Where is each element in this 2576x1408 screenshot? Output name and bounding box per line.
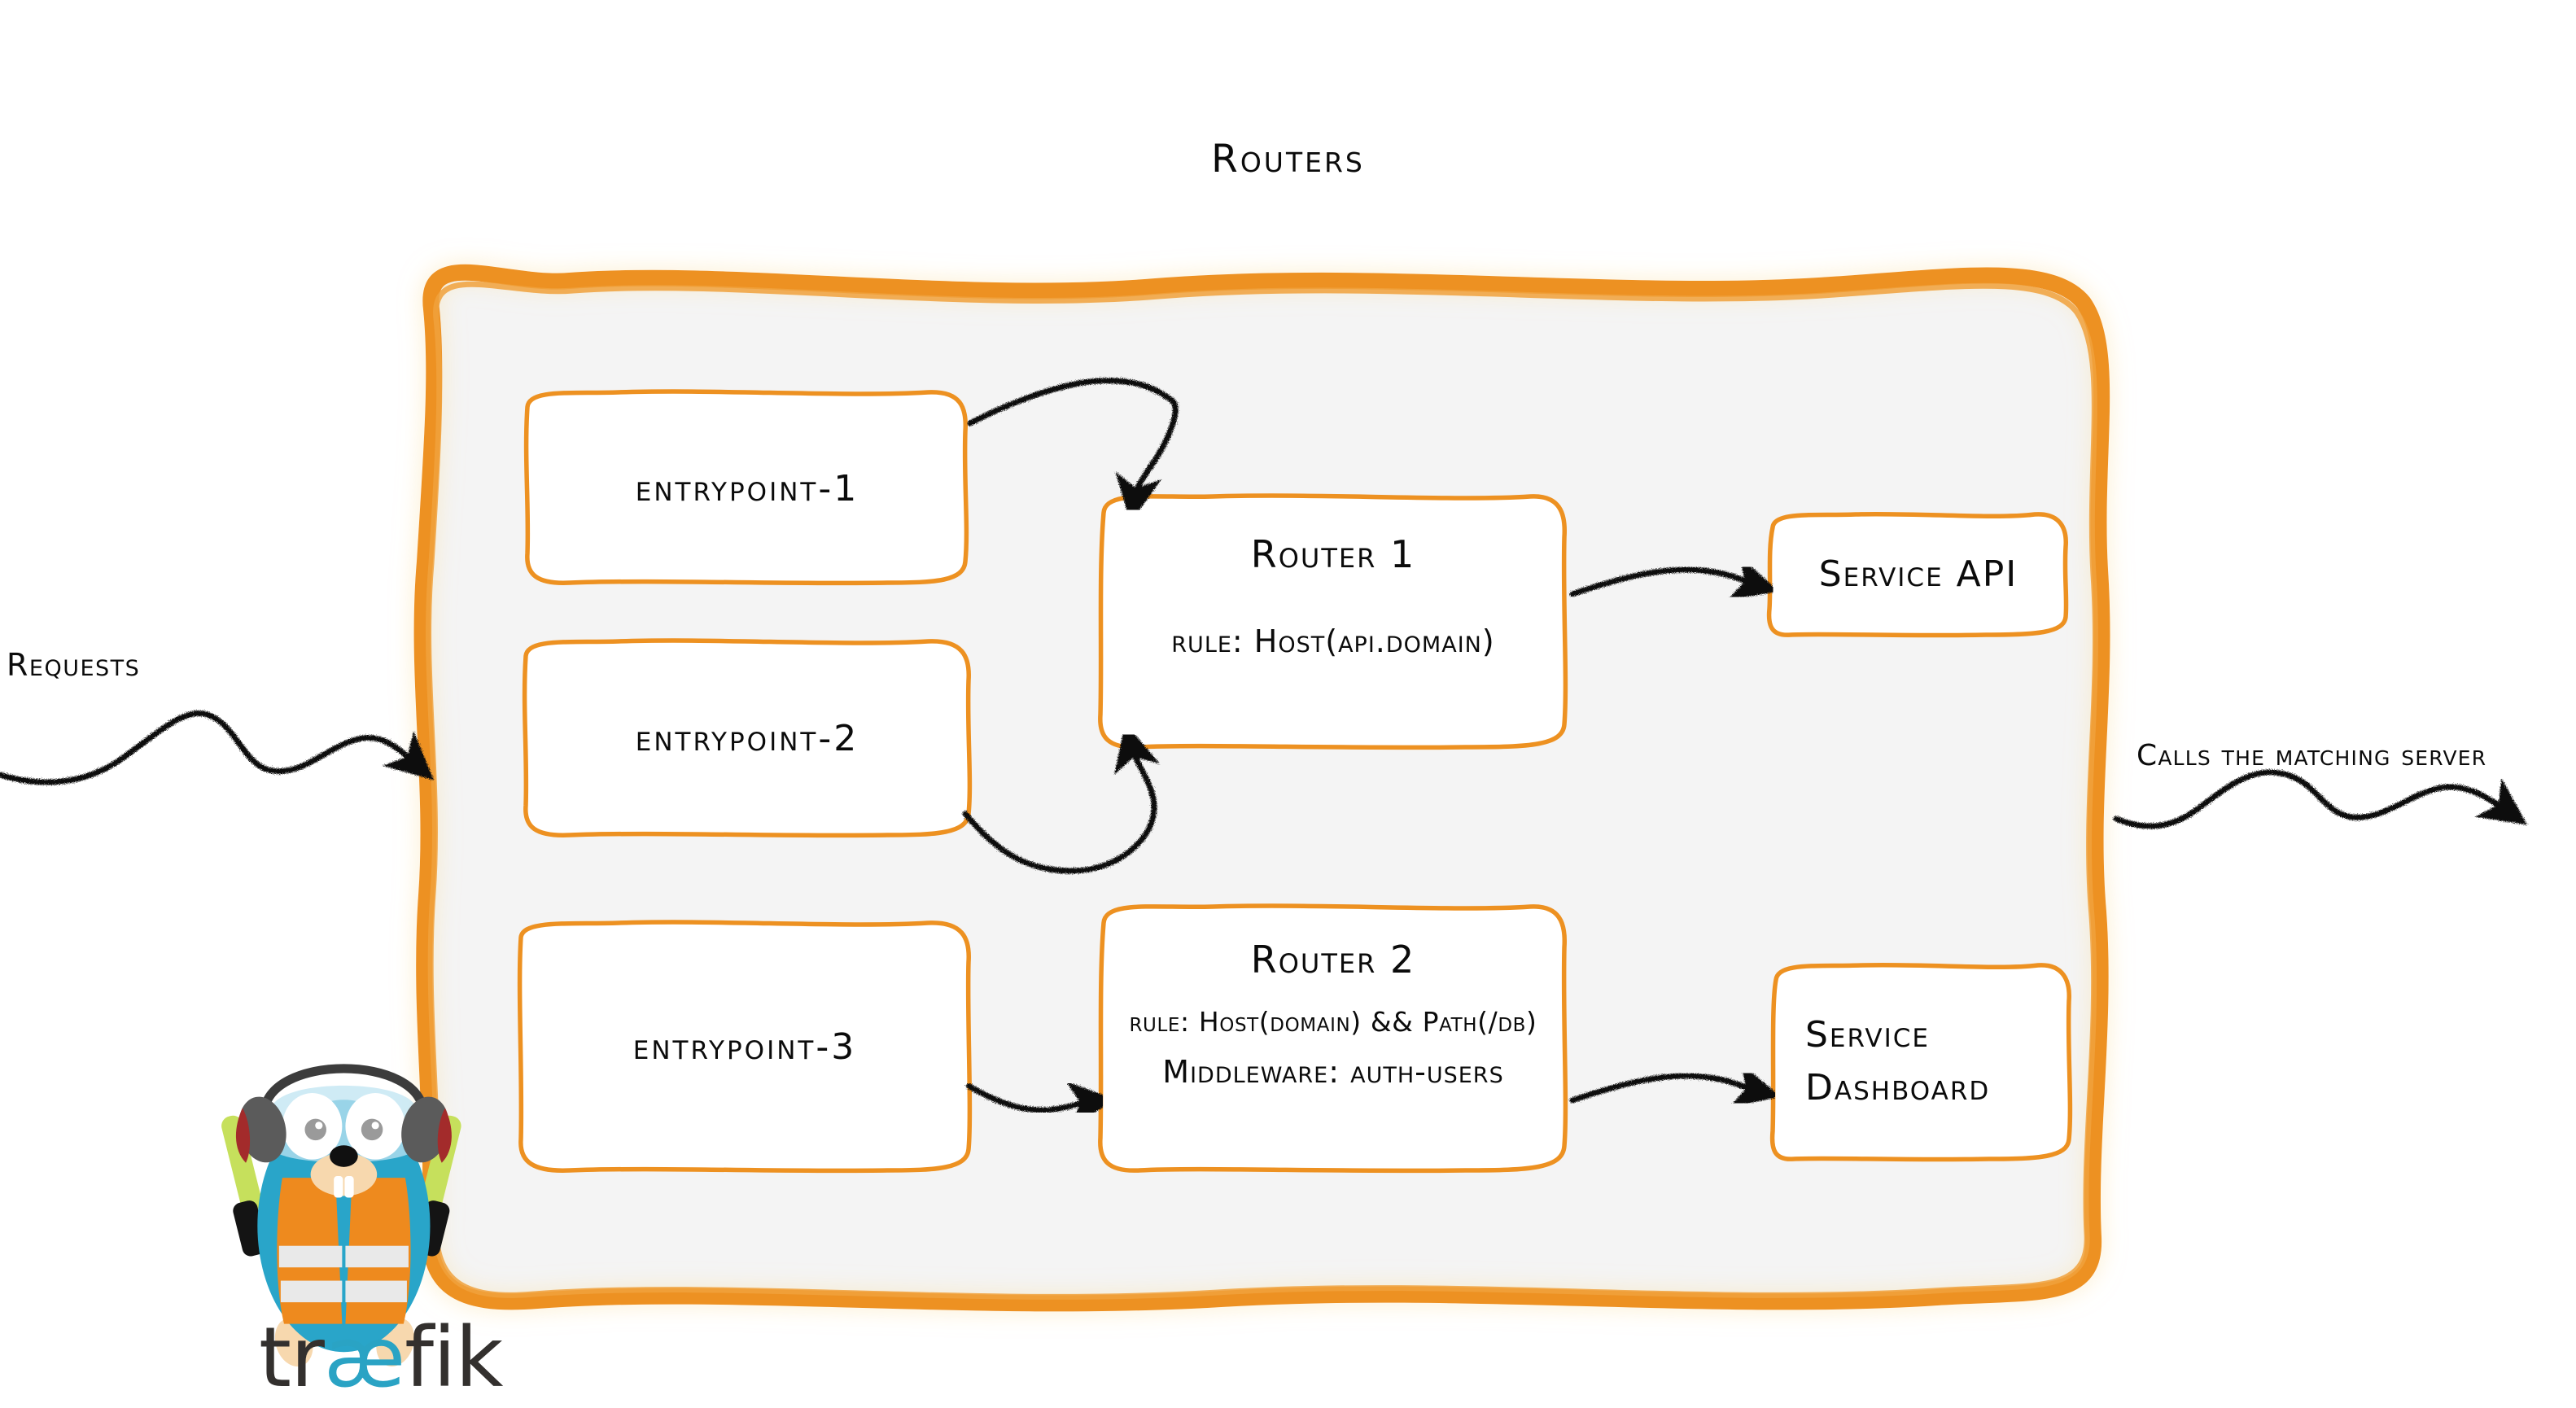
router-1-node[interactable]: Router 1 rule: Host(api.domain) [1100, 496, 1566, 747]
service-api-node[interactable]: Service API [1769, 514, 2067, 635]
arrow-requests-in [0, 711, 435, 785]
service-dashboard-line2: Dashboard [1805, 1067, 1991, 1108]
entrypoint-1-node[interactable]: entrypoint-1 [527, 392, 967, 584]
calls-matching-server-label: Calls the matching server [2136, 739, 2487, 772]
service-dashboard-box [1769, 962, 2073, 1162]
page-title: Routers [1211, 137, 1365, 181]
traefik-gopher-logo [221, 1064, 461, 1366]
entrypoint-3-node[interactable]: entrypoint-3 [521, 923, 969, 1170]
entrypoint-2-node[interactable]: entrypoint-2 [526, 641, 969, 835]
router-1-rule: rule: Host(api.domain) [1171, 623, 1495, 659]
service-api-label: Service API [1818, 553, 2018, 595]
entrypoint-1-box [523, 389, 969, 586]
arrow-entrypoint2-router1 [962, 723, 1160, 874]
traefik-wordmark: træfik [259, 1317, 503, 1400]
entrypoint-1-label: entrypoint-1 [635, 467, 859, 509]
entrypoint-3-box [517, 920, 973, 1174]
router-1-name: Router 1 [1250, 532, 1416, 576]
requests-label: Requests [7, 647, 141, 683]
arrow-entrypoint1-router1 [967, 378, 1179, 523]
service-dashboard-node[interactable]: Service Dashboard [1773, 965, 2071, 1159]
traefik-ae-ligature: æ [323, 1310, 405, 1406]
arrow-entrypoint3-router2 [965, 1081, 1116, 1128]
router-2-name: Router 2 [1250, 938, 1416, 982]
router-2-box [1098, 903, 1568, 1174]
arrow-router1-serviceapi [1569, 555, 1779, 601]
arrow-router2-servicedashboard [1569, 1062, 1781, 1108]
router-1-box [1098, 493, 1568, 750]
router-2-middleware: Middleware: auth-users [1162, 1054, 1504, 1090]
router-2-node[interactable]: Router 2 rule: Host(domain) && Path(/db)… [1100, 907, 1566, 1170]
entrypoint-2-label: entrypoint-2 [635, 717, 859, 759]
entrypoint-3-label: entrypoint-3 [632, 1025, 857, 1068]
arrow-calls-out [2113, 769, 2528, 829]
traefik-word-pre: tr [259, 1310, 325, 1406]
service-api-box [1766, 511, 2069, 638]
service-dashboard-line1: Service [1805, 1014, 1930, 1056]
router-2-rule: rule: Host(domain) && Path(/db) [1129, 1006, 1537, 1038]
traefik-word-post: fik [405, 1310, 503, 1406]
